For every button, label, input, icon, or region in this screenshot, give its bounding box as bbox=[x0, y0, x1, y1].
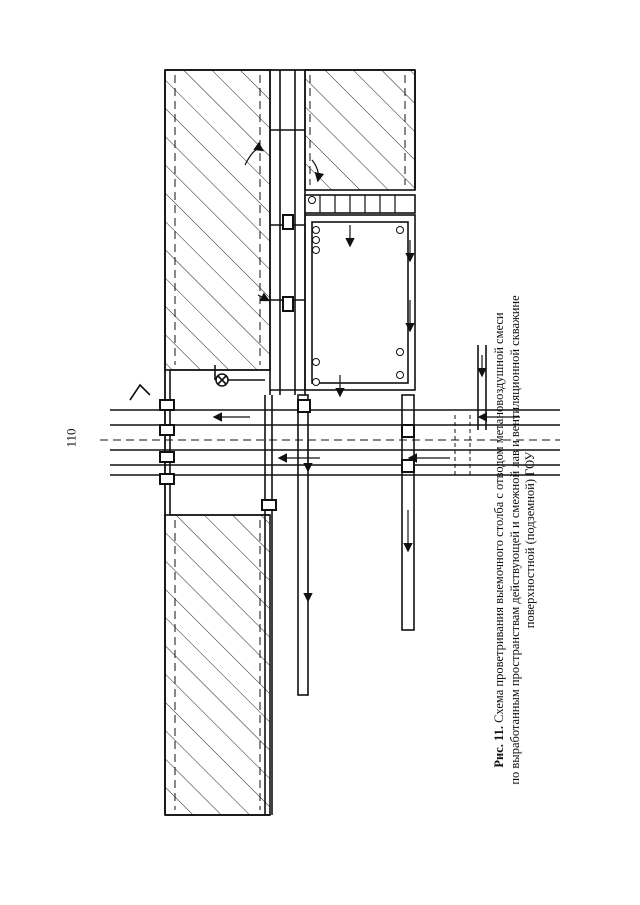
lower-drifts bbox=[264, 394, 415, 815]
sensor-icon bbox=[396, 226, 404, 234]
sensor-icon bbox=[312, 358, 320, 366]
caption-line3: поверхностной (подземной) ГОУ bbox=[523, 451, 537, 629]
goaf-left-upper bbox=[164, 69, 271, 371]
sensor-icon bbox=[312, 246, 320, 254]
airflow-arrows bbox=[212, 225, 520, 603]
caption-label: Рис. 11. bbox=[492, 726, 506, 768]
outer-frame bbox=[164, 69, 416, 816]
sensor-icon bbox=[308, 196, 316, 204]
sensor-icon bbox=[312, 378, 320, 386]
sensor-icon bbox=[396, 348, 404, 356]
main-entries bbox=[110, 369, 560, 516]
goaf-zones bbox=[164, 69, 416, 816]
degassing-pipeline bbox=[129, 365, 265, 401]
sensor-icon bbox=[396, 371, 404, 379]
dashed-branches bbox=[454, 415, 471, 475]
goaf-left-lower bbox=[164, 514, 271, 816]
ventilation-drift bbox=[269, 70, 306, 395]
regulators bbox=[159, 214, 415, 511]
sensors bbox=[308, 196, 404, 386]
sensor-icon bbox=[312, 236, 320, 244]
caption-line1: Схема проветривания выемочного столба с … bbox=[492, 312, 506, 723]
dashed-boundaries bbox=[100, 75, 560, 810]
rotation-arrows bbox=[244, 141, 325, 302]
longwall-panel bbox=[304, 194, 416, 391]
roof-support-row bbox=[304, 194, 416, 214]
goaf-right-upper bbox=[304, 69, 416, 191]
caption-line2: по выработанным пространствам действующе… bbox=[507, 295, 522, 785]
sensor-icon bbox=[312, 226, 320, 234]
